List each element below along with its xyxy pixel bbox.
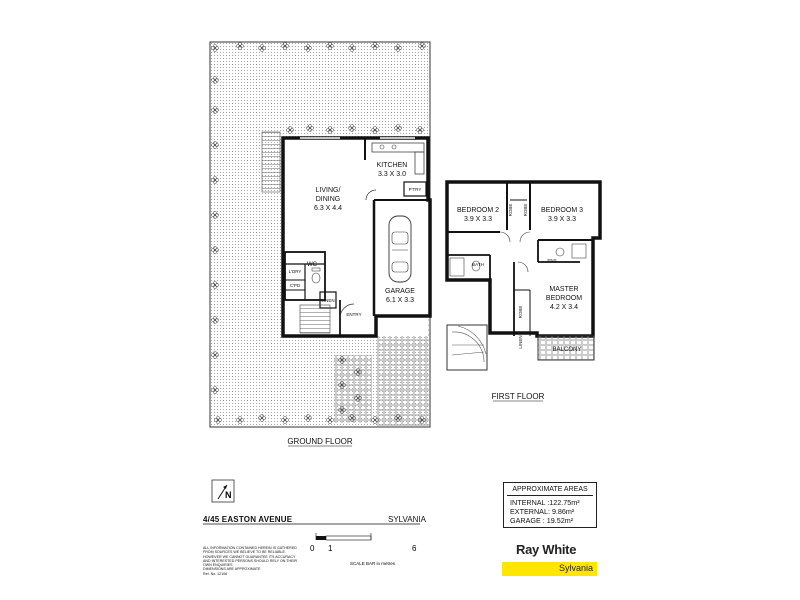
ensuite-label: ENS — [547, 258, 556, 263]
first-floor-title: FIRST FLOOR — [492, 392, 545, 401]
robe-master-label: ROBE — [518, 306, 523, 319]
ground-floor-title: GROUND FLOOR — [287, 437, 353, 446]
scale-bar: 0 1 6 SCALE BAR in metres — [310, 533, 417, 566]
balcony-label: BALCONY — [553, 347, 582, 353]
scale-caption: SCALE BAR in metres — [350, 561, 396, 566]
robe-bedroom2-label: ROBE — [508, 204, 513, 217]
north-compass-icon: N — [211, 479, 235, 503]
cupboard-label: C'PD — [290, 283, 301, 288]
master-name-1: MASTER — [549, 286, 578, 293]
linen-ground-label: LINEN — [321, 298, 334, 303]
car-outline — [388, 215, 412, 283]
area-internal: INTERNAL :122.75m² — [510, 498, 580, 507]
garage-size: 6.1 X 3.3 — [386, 297, 414, 304]
kitchen-name: KITCHEN — [377, 162, 408, 169]
master-name-2: BEDROOM — [546, 295, 582, 302]
scale-six: 6 — [412, 544, 417, 553]
brand-suburb: Sylvania — [558, 563, 593, 573]
area-garage: GARAGE : 19.52m² — [510, 516, 574, 525]
disclaimer-line: AND INTERESTED PERSONS SHOULD RELY ON TH… — [203, 558, 298, 563]
disclaimer-line: OWN ENQUIRIES — [203, 563, 233, 568]
brand-bar: Sylvania — [502, 562, 597, 576]
property-suburb: SYLVANIA — [388, 515, 426, 524]
brand-name: Ray White — [516, 542, 577, 557]
disclaimer: ALL INFORMATION CONTAINED HEREIN IS GATH… — [203, 546, 303, 576]
linen-first-label: LINEN — [518, 335, 523, 348]
ground-floor-house — [281, 136, 432, 338]
area-external: EXTERNAL: 9.86m² — [510, 507, 575, 516]
wc-label: WC — [307, 262, 318, 268]
robe-bedroom3-label: ROBE — [523, 204, 528, 217]
pantry-label: P'TRY — [409, 187, 422, 192]
living-size: 6.3 X 4.4 — [314, 205, 342, 212]
first-floor-house — [445, 180, 602, 371]
scale-zero: 0 — [310, 544, 315, 553]
entry-label: ENTRY — [346, 312, 361, 317]
bedroom2-name: BEDROOM 2 — [457, 207, 499, 214]
ray-white-logo: Ray White Sylvania — [502, 542, 597, 578]
master-size: 4.2 X 3.4 — [550, 304, 578, 311]
garage-name: GARAGE — [385, 288, 415, 295]
disclaimer-line: ALL INFORMATION CONTAINED HEREIN IS GATH… — [203, 546, 297, 550]
living-name-1: LIVING/ — [316, 187, 341, 194]
laundry-label: L'DRY — [289, 269, 302, 274]
disclaimer-line: Ref. No. 12106 — [203, 571, 228, 576]
living-name-2: DINING — [316, 196, 341, 203]
disclaimer-line: DIMENSIONS ARE APPROXIMATE — [203, 567, 261, 572]
property-address: 4/45 EASTON AVENUE — [203, 515, 293, 524]
approximate-areas-box: APPROXIMATE AREAS INTERNAL :122.75m² EXT… — [503, 482, 597, 528]
north-letter: N — [225, 490, 232, 500]
bedroom2-size: 3.9 X 3.3 — [464, 216, 492, 223]
disclaimer-line: FROM SOURCES WE BELIEVE TO BE RELIABLE. — [203, 550, 286, 555]
areas-title: APPROXIMATE AREAS — [512, 486, 588, 493]
disclaimer-line: HOWEVER WE CANNOT GUARANTEE ITS ACCURACY — [203, 554, 296, 559]
bedroom3-name: BEDROOM 3 — [541, 207, 583, 214]
kitchen-size: 3.3 X 3.0 — [378, 171, 406, 178]
scale-one: 1 — [328, 544, 333, 553]
bedroom3-size: 3.9 X 3.3 — [548, 216, 576, 223]
bath-label: BATH — [472, 262, 484, 267]
